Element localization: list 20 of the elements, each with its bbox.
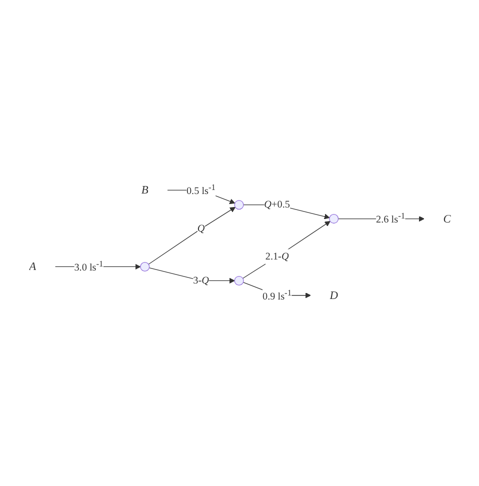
node-text: B	[140, 184, 148, 196]
edge-label: 0.9 ls$^{-1}$	[262, 288, 292, 302]
node-text: D	[329, 288, 338, 302]
arrow	[148, 268, 234, 284]
edge-label: Q	[196, 223, 204, 234]
node-text: C	[442, 212, 450, 226]
edge-label: 0.5 ls$^{-1}$	[186, 182, 216, 197]
node-text: A	[28, 260, 36, 273]
edge-label: Q+0.5	[264, 199, 290, 210]
node-point	[140, 262, 150, 272]
pipe-network-diagram: 0.5 ls$^{-1}$ 3.0 ls$^{-1}$ Q Q+0.5 2.6 ls$^{-1}$ 3-Q 2.1-Q 0.9 ls$^{-1}$ B A C D	[4, 167, 474, 319]
node-point	[328, 214, 338, 224]
edge-label: 3.0 ls$^{-1}$	[74, 259, 103, 274]
node-point	[234, 200, 244, 210]
arrow	[242, 221, 330, 279]
node-point	[234, 276, 244, 286]
arrow	[148, 207, 236, 265]
edge-label: 2.1-Q	[264, 251, 288, 262]
edge-label: 2.6 ls$^{-1}$	[376, 211, 405, 226]
edge-label: 3-Q	[192, 275, 208, 286]
